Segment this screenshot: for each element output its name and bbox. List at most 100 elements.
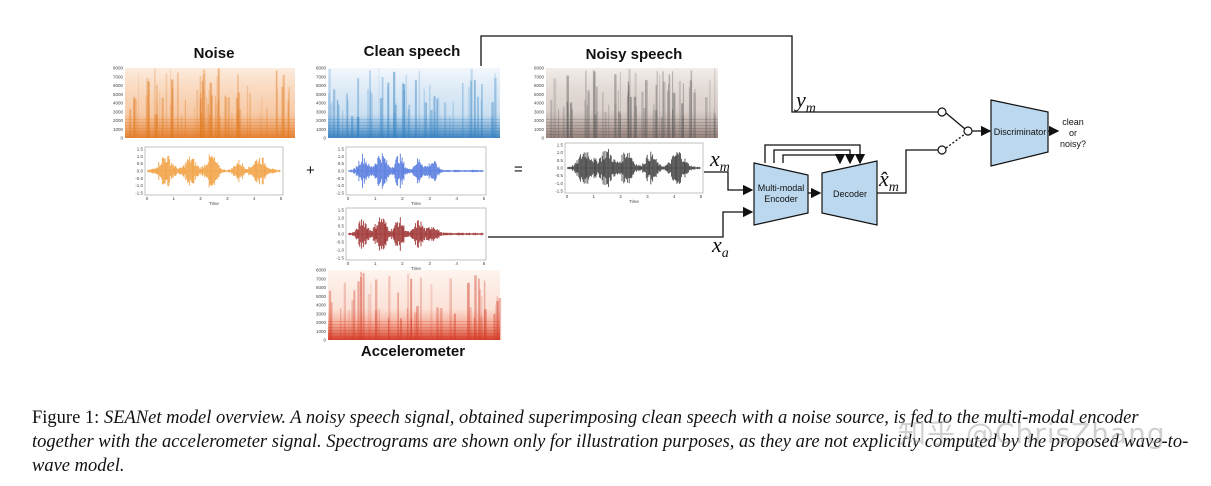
spectro-band	[328, 131, 500, 132]
spectro-stripe	[480, 316, 483, 340]
time-tick-label: 3	[226, 196, 229, 201]
spectro-stripe	[407, 273, 410, 340]
spectro-stripe	[714, 116, 716, 138]
spectro-stripe	[672, 71, 674, 138]
spectro-band	[125, 134, 295, 135]
spectro-band	[125, 125, 295, 126]
time-tick-label: 4	[253, 196, 256, 201]
freq-tick-label: 5000	[316, 92, 327, 97]
spectro-stripe	[275, 70, 278, 138]
spectro-stripe	[453, 313, 456, 340]
freq-tick-label: 4000	[534, 101, 545, 106]
spectro-stripe	[437, 97, 440, 138]
spectro-stripe	[407, 109, 410, 138]
spectro-stripe	[165, 73, 168, 138]
spectro-stripe	[714, 68, 716, 138]
spectro-stripe	[356, 116, 360, 138]
spectro-band	[125, 131, 295, 132]
spectro-stripe	[209, 114, 211, 138]
amp-tick-label: 1.0	[557, 150, 564, 155]
spectro-stripe	[237, 109, 240, 138]
spectro-stripe	[705, 97, 708, 138]
amp-tick-label: 0.5	[338, 161, 345, 166]
skip-connection-3	[782, 153, 846, 165]
spectro-stripe	[667, 90, 669, 138]
time-tick-label: 2	[199, 196, 202, 201]
symbol-ym: ym	[794, 87, 816, 116]
freq-tick-label: 7000	[113, 74, 124, 79]
spectro-stripe	[562, 106, 565, 138]
switch-node-fake	[937, 145, 947, 155]
spectro-stripe	[237, 74, 239, 138]
spectro-stripe	[558, 109, 560, 138]
spectro-stripe	[689, 80, 692, 138]
spectro-stripe	[672, 109, 674, 138]
spectro-stripe	[483, 279, 485, 340]
caption-body: SEANet model overview. A noisy speech si…	[32, 408, 1189, 476]
spectro-stripe	[470, 68, 473, 138]
symbol-xhat-m: x̂m	[878, 166, 899, 195]
freq-tick-label: 4000	[316, 101, 327, 106]
spectro-stripe	[401, 82, 405, 138]
spectro-stripe	[393, 112, 396, 138]
spectro-band	[328, 327, 500, 328]
freq-tick-label: 0	[323, 136, 326, 141]
spectro-stripe	[452, 101, 454, 138]
spectro-stripe	[414, 79, 417, 138]
spectro-stripe	[430, 110, 433, 138]
xm-to-encoder-line	[704, 171, 754, 196]
freq-tick-label: 1000	[316, 329, 327, 334]
spectro-stripe	[645, 80, 648, 138]
spectro-stripe	[353, 290, 356, 340]
spectro-band	[328, 324, 500, 325]
spectro-stripe	[357, 281, 360, 340]
noise-spectrogram	[125, 68, 295, 138]
encoder-label-line2: Encoder	[764, 194, 798, 204]
spectro-stripe	[336, 99, 339, 138]
spectro-stripe	[484, 309, 487, 340]
spectro-stripe	[462, 83, 464, 138]
spectro-stripe	[662, 81, 666, 138]
spectro-stripe	[196, 90, 199, 138]
spectro-stripe	[628, 84, 630, 138]
skip-connection-2	[773, 149, 856, 165]
spectro-stripe	[491, 116, 493, 138]
spectro-stripe	[470, 80, 472, 138]
amp-tick-label: 1.0	[338, 154, 345, 159]
amp-tick-label: -1.0	[336, 183, 344, 188]
spectro-stripe	[202, 74, 205, 138]
spectro-stripe	[217, 68, 220, 138]
encoder-label-line1: Multi-modal	[758, 183, 805, 193]
spectro-stripe	[169, 105, 173, 138]
amp-tick-label: -1.0	[336, 248, 344, 253]
output-label-clean: clean	[1062, 117, 1084, 127]
spectro-stripe	[668, 84, 670, 138]
spectro-stripe	[436, 307, 439, 340]
spectro-stripe	[333, 89, 336, 138]
spectro-stripe	[148, 106, 150, 138]
spectro-stripe	[146, 78, 149, 138]
noisy-speech-title: Noisy speech	[585, 46, 683, 63]
spectro-stripe	[566, 101, 569, 138]
spectro-stripe	[351, 116, 354, 138]
spectro-stripe	[249, 92, 251, 138]
spectro-stripe	[449, 116, 451, 138]
spectro-stripe	[473, 80, 476, 138]
spectro-stripe	[614, 74, 617, 138]
freq-tick-label: 7000	[534, 74, 545, 79]
spectro-stripe	[133, 98, 136, 138]
spectro-stripe	[224, 95, 226, 138]
time-tick-label: 2	[619, 194, 622, 199]
multimodal-encoder-block	[753, 162, 809, 226]
spectro-stripe	[439, 308, 443, 340]
time-tick-label: 3	[428, 261, 431, 266]
spectro-stripe	[281, 86, 284, 138]
amp-tick-label: -0.5	[336, 240, 344, 245]
switch-dashed-arm	[945, 133, 966, 149]
spectro-band	[328, 122, 500, 123]
accelerometer-spectrogram	[328, 270, 502, 340]
spectro-stripe	[210, 95, 213, 138]
amp-tick-label: -1.5	[336, 191, 344, 196]
spectro-stripe	[585, 70, 587, 138]
